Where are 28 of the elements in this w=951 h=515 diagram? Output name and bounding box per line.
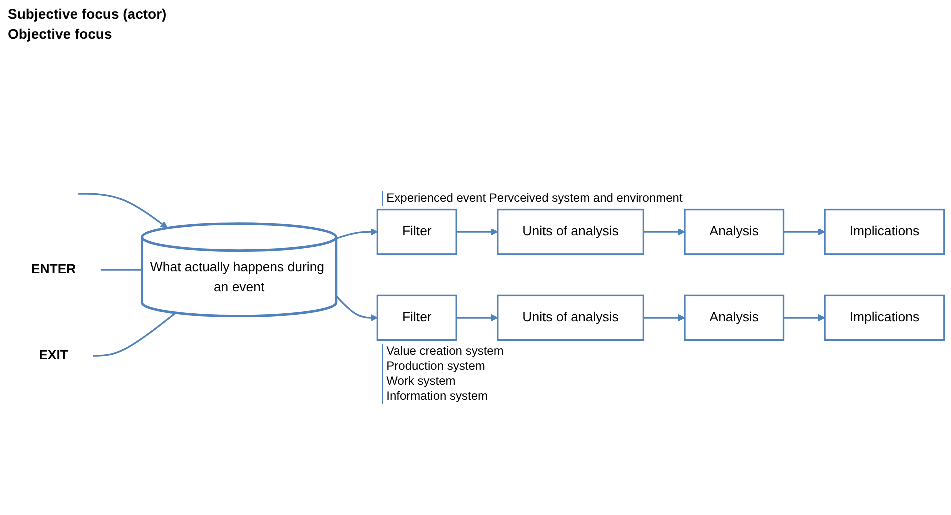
arrow (784, 228, 826, 236)
annotation-text: Experienced event Pervceived system and environment (386, 190, 683, 206)
arrow (644, 314, 686, 322)
node-box: Implications (824, 294, 946, 342)
annotation-text: Work system (386, 374, 457, 390)
node-text: ENTER (31, 262, 76, 277)
node-box: Analysis (684, 294, 785, 342)
connector (93, 312, 176, 357)
arrow (336, 296, 378, 322)
arrow (336, 228, 378, 240)
annotation-text: Production system (386, 359, 486, 374)
arrow (456, 228, 498, 236)
connector (100, 269, 142, 271)
arrow (784, 314, 826, 322)
annotation-text: Value creation system (386, 344, 504, 360)
node-text: EXIT (39, 348, 68, 363)
annotation-text: Information system (386, 389, 490, 404)
arrow (456, 314, 498, 322)
focus-label: Objective focus (8, 26, 114, 42)
node-box: Units of analysis (497, 294, 644, 342)
node-box: Analysis (684, 208, 785, 256)
node-box: Implications (824, 208, 946, 256)
arrow (644, 228, 686, 236)
node-box: Filter (376, 294, 458, 342)
node-box: Units of analysis (497, 208, 644, 256)
focus-label: Subjective focus (actor) (8, 6, 167, 22)
node-box: Filter (376, 208, 458, 256)
arrow (78, 193, 168, 229)
